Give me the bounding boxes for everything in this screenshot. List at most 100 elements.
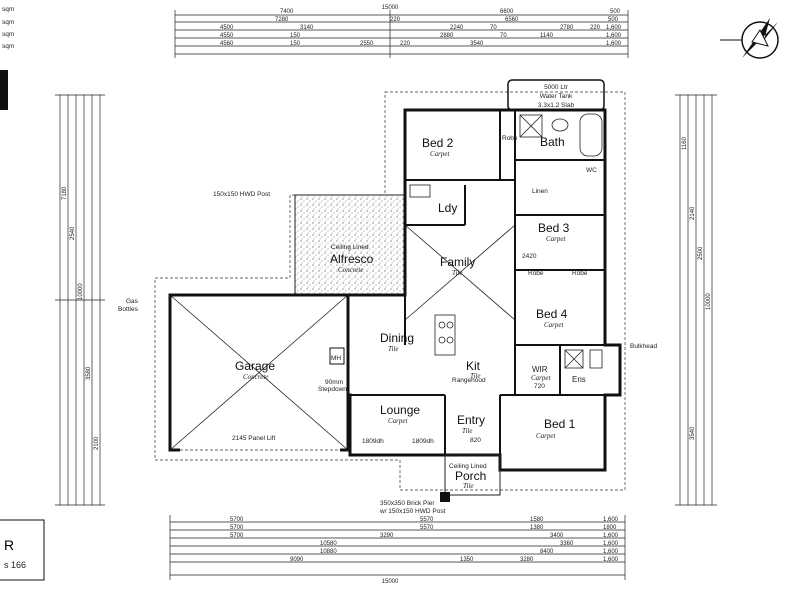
dimension-label: 150 [290, 41, 301, 47]
room-name-wir: WIR [532, 365, 548, 374]
dimension-label: 1,600 [603, 541, 619, 547]
laundry-tub-icon [409, 184, 431, 198]
wc-label: WC [586, 167, 597, 174]
dimension-label: 1,600 [606, 25, 622, 31]
dimension-label: 3540 [470, 41, 484, 47]
title-block: R s 166 [0, 519, 45, 581]
robe-label: Robe [502, 135, 518, 142]
porch-note: Ceiling Lined [449, 463, 487, 470]
stepdown-label: Stepdown [318, 386, 347, 393]
room-name-bed3: Bed 3 [538, 221, 570, 235]
left-dimensions: 7180 2540 10000 3580 2100 [55, 94, 105, 506]
bottom-dimensions: 5700 5570 1580 1,600 5700 5570 1380 1800… [169, 515, 626, 585]
dimension-label: 5700 [230, 517, 244, 523]
room-finish-kitchen: Tile [470, 372, 481, 380]
north-arrow-icon [720, 18, 779, 59]
hwd-post-label: 150x150 HWD Post [213, 191, 270, 198]
room-finish-entry: Tile [462, 427, 473, 435]
dimension-label: 70 [500, 33, 507, 39]
dimension-label: 3400 [550, 533, 564, 539]
bath-icon [579, 113, 603, 157]
shower-icon [519, 114, 543, 138]
alfresco-note: Ceiling Lined [331, 244, 369, 251]
wc-icon [589, 349, 603, 369]
overall-dimension: 15000 [382, 579, 399, 585]
annotations: Robe Linen WC Robe Robe Gas Bottles 2145… [118, 135, 657, 515]
dimension-label: 3290 [380, 533, 394, 539]
door-label: 820 [470, 437, 481, 444]
right-dimensions: 1160 2140 2500 10000 3540 [675, 94, 717, 506]
room-labels: Bed 2 Carpet Bath Ldy Bed 3 Carpet Famil… [235, 135, 586, 490]
dimension-label: 3140 [300, 25, 314, 31]
room-name-entry: Entry [457, 413, 485, 427]
dimension-label: 3540 [690, 426, 696, 440]
area-label: sqm [2, 43, 14, 50]
dimension-label: 1,600 [603, 557, 619, 563]
overall-dimension: 15000 [382, 5, 399, 11]
dimension-label: 10000 [706, 293, 712, 310]
dimension-label: 1380 [530, 525, 544, 531]
black-marker [0, 70, 8, 110]
room-name-bath: Bath [540, 135, 565, 149]
title-letter: R [4, 537, 14, 553]
dimension-label: 2880 [440, 33, 454, 39]
room-name-lounge: Lounge [380, 403, 420, 417]
dimension-label: 1800 [603, 525, 617, 531]
dimension-label: 220 [390, 17, 401, 23]
gas-label: Gas [126, 298, 139, 305]
dimension-label: 5700 [230, 533, 244, 539]
water-tank-label: 3.3x1.2 Slab [538, 102, 575, 109]
dimension-label: 2140 [690, 206, 696, 220]
water-tank-label: 5000 Ltr [544, 84, 569, 91]
dimension-label: 2240 [450, 25, 464, 31]
dimension-label: 2500 [698, 246, 704, 260]
dimension-label: 1,600 [603, 549, 619, 555]
dimension-label: 10000 [78, 283, 84, 300]
stepdown-label: 90mm [325, 379, 343, 386]
dimension-label: 1,600 [606, 41, 622, 47]
cooktop-icon [434, 314, 456, 356]
brick-pier [440, 492, 450, 502]
dimension-label: 1580 [530, 517, 544, 523]
room-name-bed1: Bed 1 [544, 417, 576, 431]
room-name-bed4: Bed 4 [536, 307, 568, 321]
room-name-family: Family [440, 255, 475, 269]
dimension-label: 7180 [62, 186, 68, 200]
area-label: sqm [2, 19, 14, 26]
room-finish-porch: Tile [463, 482, 474, 490]
room-name-ensuite: Ens [572, 375, 586, 384]
dimension-label: 1160 [682, 136, 688, 150]
dimension-label: 5570 [420, 525, 434, 531]
dimension-label: 1140 [540, 33, 554, 39]
dimension-label: 220 [400, 41, 411, 47]
room-finish-bed2: Carpet [430, 150, 451, 158]
dimension-label: 2780 [560, 25, 574, 31]
room-name-bed2: Bed 2 [422, 136, 454, 150]
linen-label: Linen [532, 188, 548, 195]
water-tank: 5000 Ltr Water Tank 3.3x1.2 Slab [507, 79, 605, 111]
title-sub: s 166 [4, 560, 26, 570]
room-name-dining: Dining [380, 331, 414, 345]
dimension-label: 1,600 [606, 33, 622, 39]
dimension-label: 220 [590, 25, 601, 31]
dimension-label: 4560 [220, 41, 234, 47]
dimension-label: 6560 [505, 17, 519, 23]
dimension-label: 1350 [460, 557, 474, 563]
dimension-label: 3580 [86, 366, 92, 380]
dimension-label: 7400 [280, 9, 294, 15]
area-labels: sqm sqm sqm sqm [0, 6, 14, 110]
top-dimensions: 15000 7400 6600 500 7280 220 6560 500 45… [174, 5, 629, 58]
room-name-porch: Porch [455, 469, 486, 483]
dimension-label: 1,600 [603, 517, 619, 523]
dimension-label: 70 [490, 25, 497, 31]
dimension-label: 7280 [275, 17, 289, 23]
robe-label: Robe [572, 270, 588, 277]
room-finish-dining: Tile [388, 345, 399, 353]
basin-icon [551, 118, 569, 132]
dimension-label: 150 [290, 33, 301, 39]
panel-lift-label: 2145 Panel Lift [232, 435, 276, 442]
room-name-kitchen: Kit [466, 359, 481, 373]
dimension-label: 1,600 [603, 533, 619, 539]
dimension-label: 4500 [220, 25, 234, 31]
dimension-label: 3360 [560, 541, 574, 547]
